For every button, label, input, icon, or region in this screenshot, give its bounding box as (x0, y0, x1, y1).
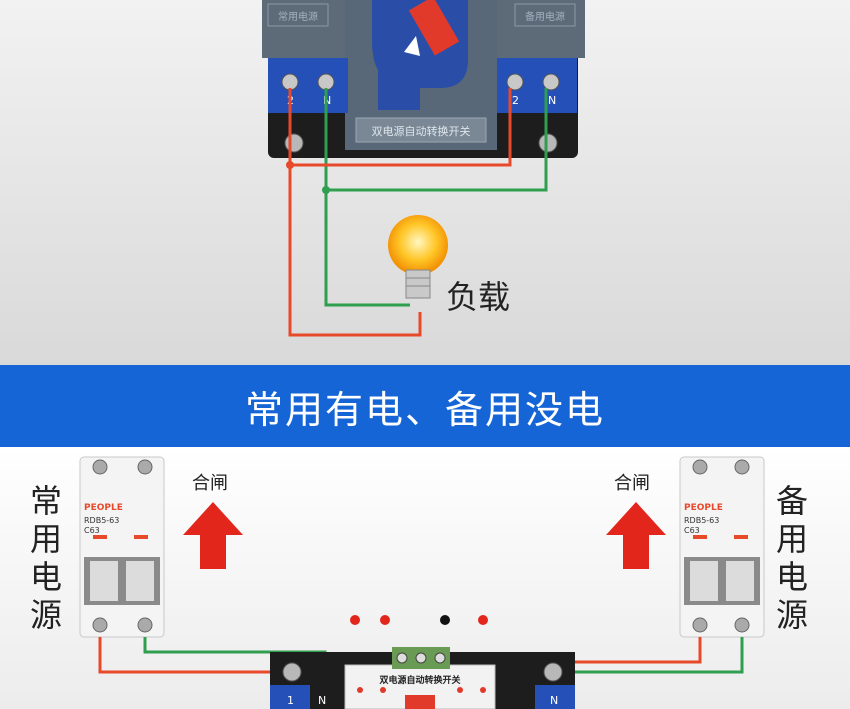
left-side-label: 常 用 电 源 (26, 482, 66, 634)
red-wire-top (288, 88, 422, 337)
knob-red-indicator (408, 0, 460, 56)
ats-switch-top-illustration: 常用电源 备用电源 2 N 2 N (262, 0, 585, 337)
terminal-right-neutral: N (550, 694, 559, 707)
knob-arrow-icon (404, 36, 420, 56)
terminal-left-number: 1 (287, 694, 294, 707)
right-breaker-model: RDB5-63 (684, 516, 720, 525)
status-dot (350, 615, 360, 625)
left-breaker-brand: PEOPLE (84, 503, 123, 513)
right-cap (514, 3, 576, 27)
right-up-arrow-icon (606, 502, 666, 569)
left-breaker-model: RDB5-63 (84, 516, 120, 525)
left-side-char: 电 (29, 558, 62, 596)
green-wire-right (326, 88, 548, 192)
left-breaker (79, 456, 165, 638)
right-side-char: 源 (775, 596, 808, 634)
right-side-char: 用 (775, 520, 808, 558)
switch-label: 双电源自动转换开关 (371, 125, 471, 138)
bulb-icon (388, 215, 448, 275)
left-up-arrow-icon (183, 502, 243, 569)
right-breaker-rating: C63 (684, 526, 700, 535)
bottom-panel: PEOPLE RDB5-63 C63 PEOPLE RDB5-63 C63 常 … (0, 447, 850, 709)
right-breaker (679, 456, 765, 638)
left-cap-text: 常用电源 (278, 10, 318, 23)
ats-label-bottom: 双电源自动转换开关 (379, 676, 461, 686)
left-close-label: 合闸 (192, 473, 228, 494)
status-dot (478, 615, 488, 625)
bulb-base (405, 269, 431, 299)
terminal-left-neutral: N (318, 694, 327, 707)
left-breaker-rating: C63 (84, 526, 100, 535)
load-label: 负载 (446, 278, 511, 316)
right-side-char: 备 (775, 482, 808, 520)
left-side-char: 源 (29, 596, 62, 634)
status-dot (380, 615, 390, 625)
top-panel: 常用电源 备用电源 2 N 2 N (0, 0, 850, 365)
right-breaker-brand: PEOPLE (684, 503, 723, 513)
status-dot (440, 615, 450, 625)
right-terminal-number: 2 (512, 94, 519, 107)
left-cap (267, 3, 329, 27)
left-side-char: 用 (29, 520, 62, 558)
red-wire-right (290, 88, 512, 167)
banner-title: 常用有电、备用没电 (244, 387, 605, 432)
breakers-illustration (79, 456, 765, 709)
right-housing (495, 0, 585, 58)
red-wire-left (98, 637, 290, 709)
green-wire-right-bottom (546, 637, 744, 709)
status-banner: 常用有电、备用没电 (0, 365, 850, 447)
right-side-char: 电 (775, 558, 808, 596)
left-side-char: 常 (29, 482, 62, 520)
right-terminal-neutral: N (548, 94, 556, 107)
right-close-label: 合闸 (614, 473, 650, 494)
left-housing (262, 0, 352, 58)
right-side-label: 备 用 电 源 (772, 482, 812, 634)
green-wire-top (324, 88, 410, 307)
right-cap-text: 备用电源 (525, 10, 565, 23)
switch-label-plate (355, 117, 487, 143)
left-terminal-block (268, 58, 348, 113)
